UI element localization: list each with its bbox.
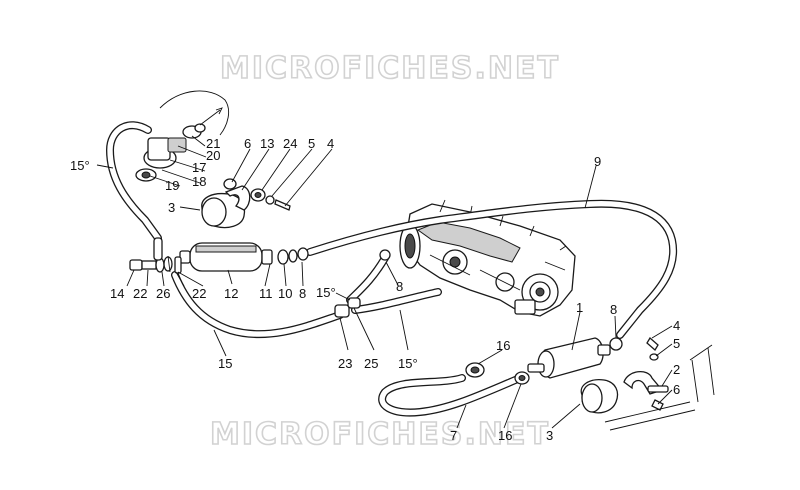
callout-22-right: 22 bbox=[192, 286, 206, 301]
callout-4-bottom: 4 bbox=[673, 318, 680, 333]
callout-labels: 15° 21 20 17 18 19 6 13 24 5 4 3 14 22 2… bbox=[70, 136, 680, 443]
callout-17: 17 bbox=[192, 160, 206, 175]
callout-12: 12 bbox=[224, 286, 238, 301]
callout-6-bottom: 6 bbox=[673, 382, 680, 397]
callout-9: 9 bbox=[594, 154, 601, 169]
hose-15-upper bbox=[106, 121, 162, 242]
hose-9 bbox=[306, 199, 678, 339]
callout-25: 25 bbox=[364, 356, 378, 371]
callout-8-mid: 8 bbox=[396, 279, 403, 294]
callout-1: 1 bbox=[576, 300, 583, 315]
hose-7 bbox=[378, 374, 524, 417]
watermark-top: MICROFICHES.NET bbox=[220, 51, 560, 86]
callout-24: 24 bbox=[283, 136, 297, 151]
watermark-bottom: MICROFICHES.NET bbox=[210, 417, 550, 452]
callout-8-left: 8 bbox=[299, 286, 306, 301]
callout-22-left: 22 bbox=[133, 286, 147, 301]
callout-4-top: 4 bbox=[327, 136, 334, 151]
hose-junction bbox=[334, 249, 391, 318]
callout-15deg-upper: 15° bbox=[70, 158, 90, 173]
fuel-pump-1 bbox=[465, 337, 623, 385]
clamp-assembly-bottom bbox=[580, 336, 715, 431]
callout-20: 20 bbox=[206, 148, 220, 163]
callout-16-bottom: 16 bbox=[498, 428, 512, 443]
callout-5-bottom: 5 bbox=[673, 336, 680, 351]
callout-7: 7 bbox=[450, 428, 457, 443]
callout-21: 21 bbox=[206, 136, 220, 151]
engine-block bbox=[399, 199, 576, 317]
callout-6-top: 6 bbox=[244, 136, 251, 151]
callout-11: 11 bbox=[259, 286, 273, 301]
pressure-regulator bbox=[135, 90, 230, 182]
callout-15: 15 bbox=[218, 356, 232, 371]
callout-23: 23 bbox=[338, 356, 352, 371]
leader-lines bbox=[96, 135, 673, 429]
callout-8-right: 8 bbox=[610, 302, 617, 317]
fuel-filter-12 bbox=[129, 237, 309, 274]
clamp-assembly-top bbox=[201, 178, 291, 229]
callout-15deg-low: 15° bbox=[398, 356, 418, 371]
callout-15deg-mid: 15° bbox=[316, 285, 336, 300]
callout-14: 14 bbox=[110, 286, 124, 301]
callout-3-bottom: 3 bbox=[546, 428, 553, 443]
callout-18: 18 bbox=[192, 174, 206, 189]
callout-2: 2 bbox=[673, 362, 680, 377]
callout-3-top: 3 bbox=[168, 200, 175, 215]
callout-5-top: 5 bbox=[308, 136, 315, 151]
callout-13: 13 bbox=[260, 136, 274, 151]
callout-26: 26 bbox=[156, 286, 170, 301]
callout-19: 19 bbox=[165, 178, 179, 193]
hose-15 bbox=[171, 271, 344, 339]
callout-10: 10 bbox=[278, 286, 292, 301]
callout-16-top: 16 bbox=[496, 338, 510, 353]
